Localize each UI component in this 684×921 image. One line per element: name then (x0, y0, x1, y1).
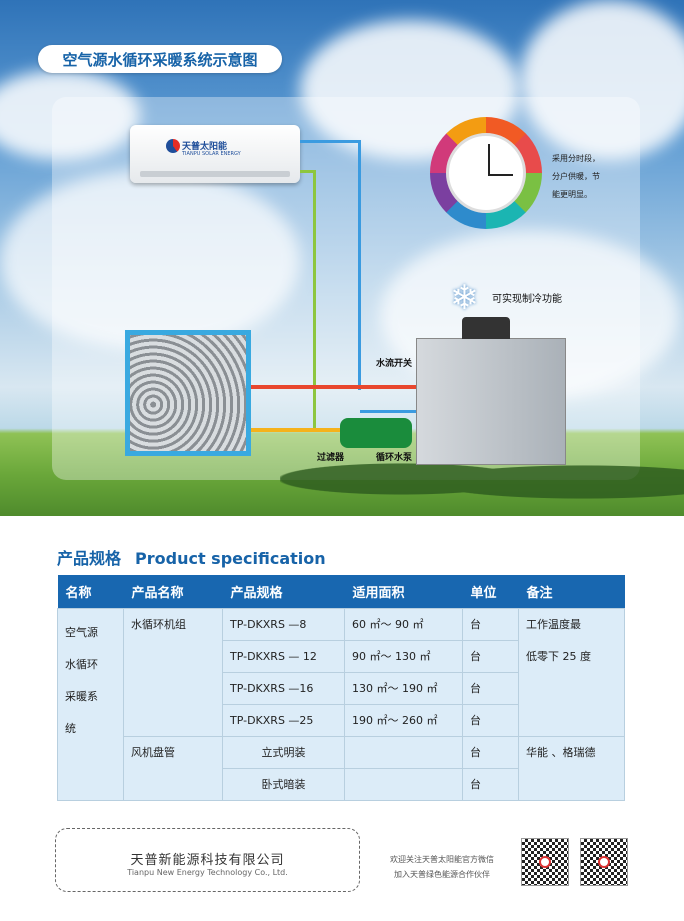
snowflake-icon: ❄ (450, 278, 479, 318)
table-cell (344, 735, 463, 769)
table-cell: TP-DKXRS —8 (222, 607, 345, 641)
table-cell: 风机盘管 (123, 735, 223, 801)
system-diagram: 空气源水循环采暖系统示意图 天普太阳能 TIANPU SOLAR ENERGY … (0, 0, 684, 516)
table-cell: 工作温度最低零下 25 度 (518, 607, 625, 737)
table-header: 名称产品名称产品规格适用面积单位备注 (57, 575, 625, 608)
table-cell: 台 (462, 671, 519, 705)
table-cell: 水循环机组 (123, 607, 223, 737)
table-header-cell: 产品名称 (123, 575, 223, 608)
pump-label: 循环水泵 (376, 453, 413, 463)
cooling-caption: 可实现制冷功能 (492, 294, 562, 305)
spec-table: 名称产品名称产品规格适用面积单位备注 空气源水循环采暖系统 水循环机组 TP-D… (57, 575, 625, 801)
table-cell: 立式明装 (222, 735, 345, 769)
table-header-cell: 产品规格 (222, 575, 345, 608)
table-header-cell: 名称 (57, 575, 124, 608)
table-cell: 台 (462, 735, 519, 769)
qr-code[interactable] (521, 838, 569, 886)
table-cell: TP-DKXRS — 12 (222, 639, 345, 673)
flow-switch-label: 水流开关 (376, 359, 413, 369)
table-header-cell: 单位 (462, 575, 519, 608)
follow-text: 欢迎关注天普太阳能官方微信加入天普绿色能源合作伙伴 (390, 855, 494, 879)
brand-logo-icon (166, 139, 180, 153)
table-cell: 卧式暗装 (222, 767, 345, 801)
air-conditioner-unit: 天普太阳能 TIANPU SOLAR ENERGY (130, 125, 300, 183)
table-cell: 台 (462, 703, 519, 737)
table-header-cell: 备注 (518, 575, 625, 608)
clock-caption: 采用分时段，分户供暖，节能更明显。 (552, 154, 600, 199)
table-header-cell: 适用面积 (344, 575, 463, 608)
pump-image (340, 418, 412, 448)
table-cell: TP-DKXRS —16 (222, 671, 345, 705)
qr-code[interactable] (580, 838, 628, 886)
table-row: 卧式暗装 台 (58, 767, 625, 801)
table-cell: TP-DKXRS —25 (222, 703, 345, 737)
table-cell: 90 ㎡～ 130 ㎡ (344, 639, 463, 673)
table-cell (344, 767, 463, 801)
table-cell: 台 (462, 767, 519, 801)
company-name-en: Tianpu New Energy Technology Co., Ltd. (127, 868, 288, 877)
table-cell: 台 (462, 639, 519, 673)
clock-icon (430, 117, 542, 229)
heat-pump-unit (416, 317, 566, 465)
floor-heating-image (125, 330, 251, 456)
ac-brand-en: TIANPU SOLAR ENERGY (182, 151, 241, 157)
company-box: 天普新能源科技有限公司 Tianpu New Energy Technology… (55, 828, 360, 892)
table-row: 风机盘管 立式明装台 华能 、格瑞德 (58, 735, 625, 801)
company-name: 天普新能源科技有限公司 (130, 853, 285, 868)
diagram-title: 空气源水循环采暖系统示意图 (38, 45, 282, 73)
filter-label: 过滤器 (317, 453, 345, 463)
table-cell: 190 ㎡～ 260 ㎡ (344, 703, 463, 737)
ac-brand: 天普太阳能 (182, 142, 228, 152)
table-cell: 60 ㎡～ 90 ㎡ (344, 607, 463, 641)
system-name-cell: 空气源水循环采暖系统 (57, 607, 124, 801)
table-cell: 华能 、格瑞德 (518, 735, 625, 801)
table-cell: 台 (462, 607, 519, 641)
table-cell: 130 ㎡～ 190 ㎡ (344, 671, 463, 705)
